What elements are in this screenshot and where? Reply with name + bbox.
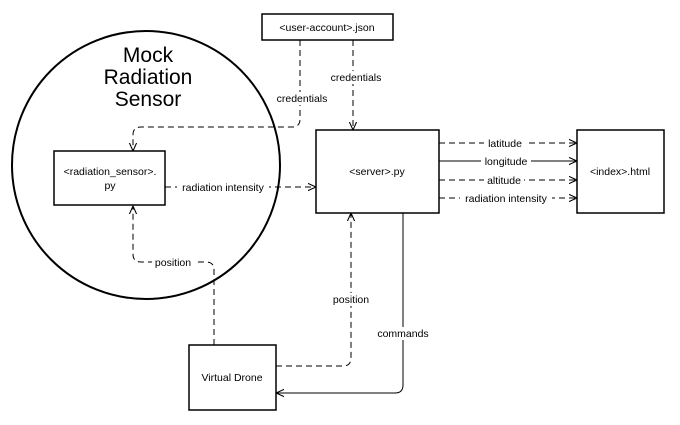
edge-label-radiation-intensity-index: radiation intensity — [465, 193, 547, 205]
mock-radiation-sensor-boundary — [11, 30, 281, 300]
node-label-index: <index>.html — [590, 166, 650, 178]
edge-position-to-sensor — [133, 206, 215, 345]
node-user-account-json — [261, 13, 394, 41]
title-line-mock: Mock — [123, 44, 174, 67]
edge-commands — [276, 213, 404, 393]
edge-label-commands: commands — [377, 328, 428, 340]
node-server-py — [315, 129, 440, 214]
node-radiation-sensor-py — [53, 150, 166, 206]
edge-label-credentials-sensor: credentials — [277, 93, 328, 105]
edge-label-position-sensor: position — [155, 257, 191, 269]
edge-credentials-to-sensor — [133, 40, 301, 151]
node-virtual-drone — [188, 344, 277, 411]
edge-label-altitude: altitude — [487, 175, 521, 187]
edge-label-position-server: position — [333, 294, 369, 306]
node-index-html — [576, 129, 665, 214]
node-label-user-account: <user-account>.json — [279, 22, 374, 34]
node-label-server: <server>.py — [349, 166, 405, 178]
title-line-sensor: Sensor — [115, 88, 182, 111]
title-line-radiation: Radiation — [104, 66, 193, 89]
edge-label-latitude: latitude — [488, 138, 522, 150]
node-label-radiation-sensor-line1: <radiation_sensor>. — [64, 166, 157, 178]
edge-label-longitude: longitude — [485, 156, 528, 168]
edge-position-to-server — [276, 213, 351, 367]
edge-label-credentials-server: credentials — [331, 72, 382, 84]
edge-label-radiation-intensity-sensor: radiation intensity — [182, 182, 264, 194]
node-label-radiation-sensor-line2: py — [104, 180, 116, 192]
node-label-virtual-drone: Virtual Drone — [201, 372, 262, 384]
